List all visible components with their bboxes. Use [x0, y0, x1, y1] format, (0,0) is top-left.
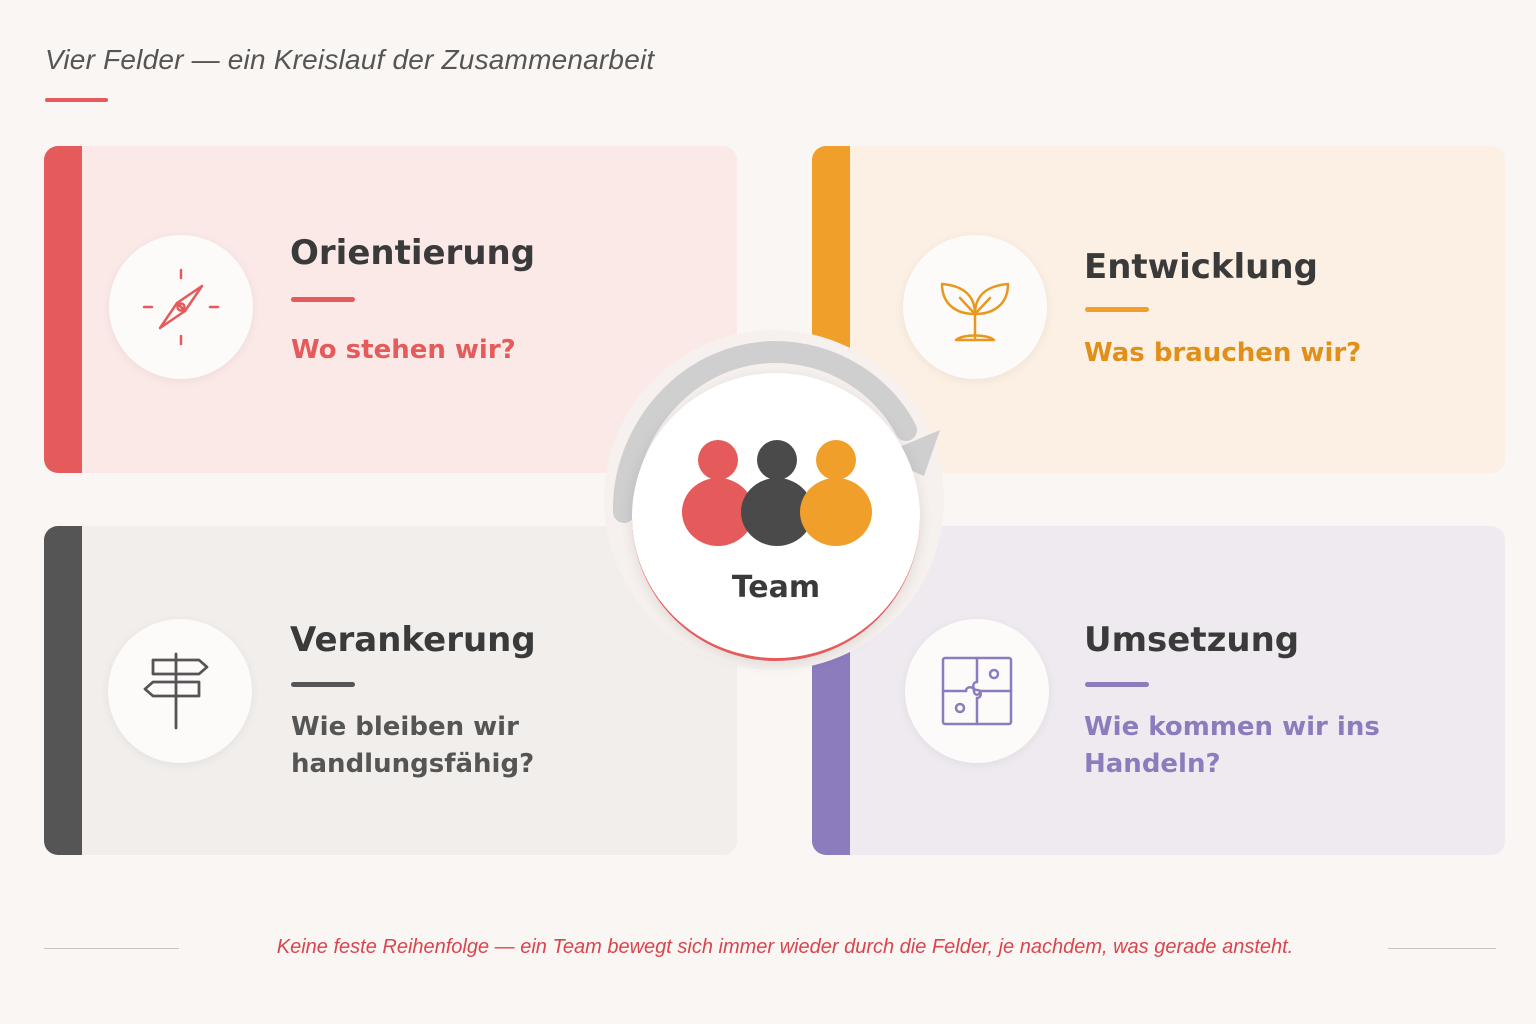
title-rule — [1085, 682, 1149, 687]
puzzle-icon — [905, 619, 1049, 763]
title-underline — [45, 98, 108, 102]
field-title: Umsetzung — [1084, 620, 1300, 660]
field-question: Was brauchen wir? — [1084, 338, 1362, 368]
title-rule — [291, 297, 355, 302]
field-card-orientierung: Orientierung Wo stehen wir? — [44, 146, 737, 473]
field-title: Entwicklung — [1084, 247, 1318, 287]
compass-icon — [109, 235, 253, 379]
footer-note: Keine feste Reihenfolge — ein Team beweg… — [276, 936, 1294, 958]
team-people-icon — [682, 440, 872, 546]
page-title: Vier Felder — ein Kreislauf der Zusammen… — [45, 44, 655, 75]
field-question: Wie kommen wir ins Handeln? — [1084, 712, 1380, 779]
title-rule — [291, 682, 355, 687]
card-accent-bar — [44, 146, 82, 473]
field-title: Verankerung — [290, 620, 536, 660]
field-card-entwicklung: Entwicklung Was brauchen wir? — [812, 146, 1505, 473]
signpost-icon — [108, 619, 252, 763]
footer-divider-left — [44, 948, 179, 949]
title-rule — [1085, 307, 1149, 312]
field-card-umsetzung: Umsetzung Wie kommen wir ins Handeln? — [812, 526, 1505, 855]
field-card-verankerung: Verankerung Wie bleiben wir handlungsfäh… — [44, 526, 737, 855]
card-accent-bar — [44, 526, 82, 855]
team-label: Team — [731, 570, 821, 605]
field-title: Orientierung — [290, 233, 536, 273]
footer-divider-right — [1388, 948, 1496, 949]
field-question: Wo stehen wir? — [291, 335, 516, 365]
field-question: Wie bleiben wir handlungsfähig? — [291, 712, 535, 779]
cycle-arrow-icon — [612, 340, 940, 523]
sprout-icon — [903, 235, 1047, 379]
